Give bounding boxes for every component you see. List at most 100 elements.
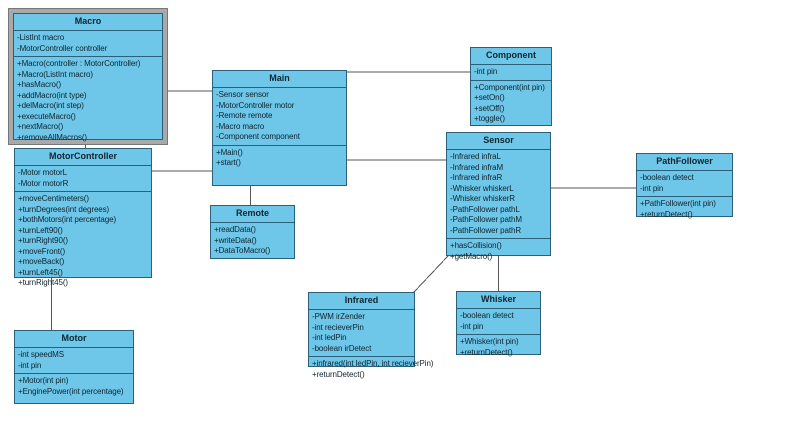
attribute-row: -int pin	[474, 67, 498, 76]
attribute-row: -Component component	[216, 132, 300, 141]
attributes-compartment-component: -int pin	[471, 65, 551, 81]
attribute-row: -boolean irDetect	[312, 343, 372, 353]
attribute-row: -boolean detect	[640, 173, 694, 182]
operation-row: +bothMotors(int percentage)	[18, 215, 117, 224]
operation-row: +returnDetect()	[312, 369, 365, 379]
operation-row: +nextMacro()	[17, 122, 64, 131]
attribute-row: -PWM irZender	[312, 312, 365, 321]
operations-compartment-macro: +Macro(controller : MotorController) +Ma…	[14, 57, 162, 145]
operation-row: +turnLeft45()	[18, 267, 63, 277]
attributes-compartment-motorcontroller: -Motor motorL -Motor motorR	[15, 166, 151, 192]
link-sensor-infrared	[413, 255, 449, 293]
operation-row: +EnginePower(int percentage)	[18, 386, 124, 396]
class-box-motor[interactable]: Motor -int speedMS -int pin +Motor(int p…	[14, 330, 134, 404]
attribute-row: -PathFollower pathR	[450, 225, 522, 235]
class-box-main[interactable]: Main -Sensor sensor -MotorController mot…	[212, 70, 347, 186]
operation-row: +turnRight45()	[18, 278, 68, 287]
operation-row: +writeData()	[214, 235, 257, 245]
operation-row: +hasMacro()	[17, 80, 62, 89]
attributes-compartment-infrared: -PWM irZender -int recieverPin -int ledP…	[309, 310, 414, 357]
attribute-row: -Infrared infraM	[450, 162, 504, 172]
attributes-compartment-pathfollower: -boolean detect -int pin	[637, 171, 732, 197]
operation-row: +setOn()	[474, 93, 505, 102]
attribute-row: -boolean detect	[460, 311, 514, 320]
attribute-row: -int pin	[18, 360, 42, 370]
class-box-sensor[interactable]: Sensor -Infrared infraL -Infrared infraM…	[446, 132, 551, 261]
operation-row: +turnDegrees(int degrees)	[18, 204, 110, 214]
operations-compartment-remote: +readData() +writeData() +DataToMacro()	[211, 223, 294, 259]
attribute-row: -Macro macro	[216, 121, 265, 131]
class-box-motorcontroller[interactable]: MotorController -Motor motorL -Motor mot…	[14, 148, 152, 287]
attribute-row: -Sensor sensor	[216, 90, 269, 99]
operation-row: +toggle()	[474, 114, 505, 123]
attribute-row: -PathFollower pathM	[450, 215, 522, 224]
operations-compartment-motor: +Motor(int pin) +EnginePower(int percent…	[15, 374, 133, 399]
attribute-row: -int pin	[640, 183, 664, 193]
operation-row: +Macro(controller : MotorController)	[17, 59, 141, 68]
operations-compartment-pathfollower: +PathFollower(int pin) +returnDetect()	[637, 197, 732, 222]
operations-compartment-infrared: +infrared(int ledPin, int recieverPin) +…	[309, 357, 433, 382]
operation-row: +Macro(ListInt macro)	[17, 69, 93, 79]
operation-row: +returnDetect()	[640, 209, 693, 219]
attributes-compartment-macro: -ListInt macro -MotorController controll…	[14, 31, 162, 57]
class-name-infrared: Infrared	[309, 293, 414, 310]
operations-compartment-component: +Component(int pin) +setOn() +setOff() +…	[471, 81, 551, 127]
operation-row: +readData()	[214, 225, 256, 234]
class-name-component: Component	[471, 48, 551, 65]
operation-row: +getMacro()	[450, 251, 493, 261]
class-box-component[interactable]: Component -int pin +Component(int pin) +…	[470, 47, 552, 126]
operation-row: +returnDetect()	[460, 347, 513, 357]
class-box-remote[interactable]: Remote +readData() +writeData() +DataToM…	[210, 205, 295, 259]
class-name-sensor: Sensor	[447, 133, 550, 150]
class-name-remote: Remote	[211, 206, 294, 223]
operation-row: +setOff()	[474, 103, 505, 113]
operation-row: +DataToMacro()	[214, 246, 271, 255]
operations-compartment-motorcontroller: +moveCentimeters() +turnDegrees(int degr…	[15, 192, 151, 291]
attribute-row: -Whisker whiskerR	[450, 194, 515, 203]
attribute-row: -Remote remote	[216, 111, 273, 120]
operation-row: +Whisker(int pin)	[460, 337, 519, 346]
attribute-row: -ListInt macro	[17, 33, 65, 42]
operation-row: +Main()	[216, 147, 243, 157]
operation-row: +delMacro(int step)	[17, 101, 84, 110]
operations-compartment-whisker: +Whisker(int pin) +returnDetect()	[457, 335, 540, 360]
class-box-infrared[interactable]: Infrared -PWM irZender -int recieverPin …	[308, 292, 433, 379]
operation-row: +addMacro(int type)	[17, 90, 87, 100]
class-name-pathfollower: PathFollower	[637, 154, 732, 171]
operations-compartment-sensor: +hasCollision() +getMacro()	[447, 239, 550, 264]
class-box-macro[interactable]: Macro -ListInt macro -MotorController co…	[8, 8, 168, 145]
attributes-compartment-main: -Sensor sensor -MotorController motor -R…	[213, 88, 346, 146]
attribute-row: -Motor motorR	[18, 178, 69, 188]
operation-row: +start()	[216, 158, 241, 167]
attributes-compartment-whisker: -boolean detect -int pin	[457, 309, 540, 335]
operation-row: +turnLeft90()	[18, 225, 63, 235]
operations-compartment-main: +Main() +start()	[213, 146, 346, 171]
attribute-row: -Whisker whiskerL	[450, 183, 514, 193]
class-box-pathfollower[interactable]: PathFollower -boolean detect -int pin +P…	[636, 153, 733, 219]
operation-row: +moveCentimeters()	[18, 194, 89, 203]
class-name-motor: Motor	[15, 331, 133, 348]
operation-row: +PathFollower(int pin)	[640, 199, 716, 208]
class-name-macro: Macro	[14, 14, 162, 31]
class-name-main: Main	[213, 71, 346, 88]
class-name-motorcontroller: MotorController	[15, 149, 151, 166]
attributes-compartment-motor: -int speedMS -int pin	[15, 348, 133, 374]
attribute-row: -int speedMS	[18, 350, 64, 359]
operation-row: +turnRight90()	[18, 236, 68, 245]
operation-row: +moveFront()	[18, 246, 66, 256]
operation-row: +Component(int pin)	[474, 82, 545, 92]
operation-row: +Motor(int pin)	[18, 376, 69, 385]
attribute-row: -Infrared infraR	[450, 173, 503, 182]
class-box-whisker[interactable]: Whisker -boolean detect -int pin +Whiske…	[456, 291, 541, 357]
operation-row: +moveBack()	[18, 257, 65, 266]
attribute-row: -Motor motorL	[18, 168, 67, 177]
class-name-whisker: Whisker	[457, 292, 540, 309]
attributes-compartment-sensor: -Infrared infraL -Infrared infraM -Infra…	[447, 150, 550, 239]
attribute-row: -int recieverPin	[312, 322, 364, 332]
attribute-row: -MotorController motor	[216, 100, 295, 110]
operation-row: +hasCollision()	[450, 241, 502, 250]
operation-row: +executeMacro()	[17, 111, 76, 121]
attribute-row: -int ledPin	[312, 333, 347, 342]
attribute-row: -PathFollower pathL	[450, 204, 520, 214]
